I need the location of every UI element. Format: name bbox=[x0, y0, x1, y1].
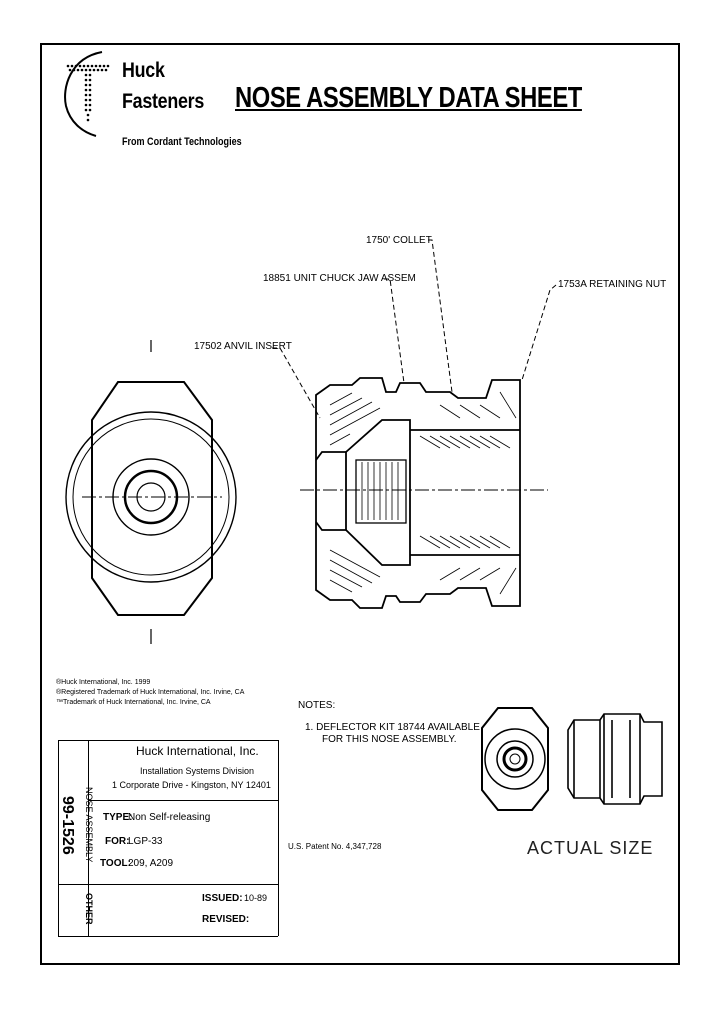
for-value: LGP-33 bbox=[128, 836, 163, 847]
document-category: NOSE ASSEMBLY bbox=[84, 787, 94, 863]
issued-value: 10-89 bbox=[244, 893, 268, 903]
trademark-tm: ™Trademark of Huck International, Inc. I… bbox=[56, 699, 211, 706]
page-title: NOSE ASSEMBLY DATA SHEET bbox=[235, 82, 582, 114]
tool-label: TOOL: bbox=[100, 858, 131, 869]
page-frame bbox=[40, 43, 680, 965]
other-label: OTHER bbox=[84, 893, 94, 925]
patent-number: U.S. Patent No. 4,347,728 bbox=[288, 842, 382, 851]
callout-chuck-jaw: 18851 UNIT CHUCK JAW ASSEM bbox=[263, 273, 416, 284]
actual-size-side-view bbox=[567, 713, 663, 805]
notes-line1: 1. DEFLECTOR KIT 18744 AVAILABLE bbox=[305, 722, 480, 733]
callout-anvil-insert: 17502 ANVIL INSERT bbox=[194, 341, 292, 352]
issued-label: ISSUED: bbox=[202, 893, 243, 904]
actual-size-label: ACTUAL SIZE bbox=[527, 838, 654, 858]
tool-value: 209, A209 bbox=[128, 858, 174, 869]
huck-logo-icon bbox=[64, 51, 110, 137]
notes-line2: FOR THIS NOSE ASSEMBLY. bbox=[322, 734, 457, 745]
company-division: Installation Systems Division bbox=[140, 766, 255, 776]
brand-subtitle: From Cordant Technologies bbox=[122, 136, 242, 148]
brand-name-line2: Fasteners bbox=[122, 90, 205, 113]
front-view-drawing bbox=[65, 340, 237, 644]
notes-heading: NOTES: bbox=[298, 700, 336, 711]
company-name: Huck International, Inc. bbox=[136, 744, 259, 758]
document-number: 99-1526 bbox=[59, 796, 76, 855]
revised-label: REVISED: bbox=[202, 914, 250, 925]
type-value: Non Self-releasing bbox=[128, 812, 211, 823]
brand-name-line1: Huck bbox=[122, 59, 165, 82]
callout-collet: 1750' COLLET bbox=[366, 235, 432, 246]
section-view-drawing bbox=[300, 377, 548, 609]
for-label: FOR: bbox=[105, 836, 130, 847]
company-address: 1 Corporate Drive - Kingston, NY 12401 bbox=[112, 780, 271, 790]
actual-size-front-view bbox=[481, 707, 549, 811]
trademark-registered: ®Registered Trademark of Huck Internatio… bbox=[56, 689, 245, 696]
trademark-copyright: ®Huck International, Inc. 1999 bbox=[56, 679, 151, 686]
callout-retaining-nut: 1753A RETAINING NUT bbox=[558, 279, 667, 290]
type-label: TYPE: bbox=[103, 812, 133, 823]
